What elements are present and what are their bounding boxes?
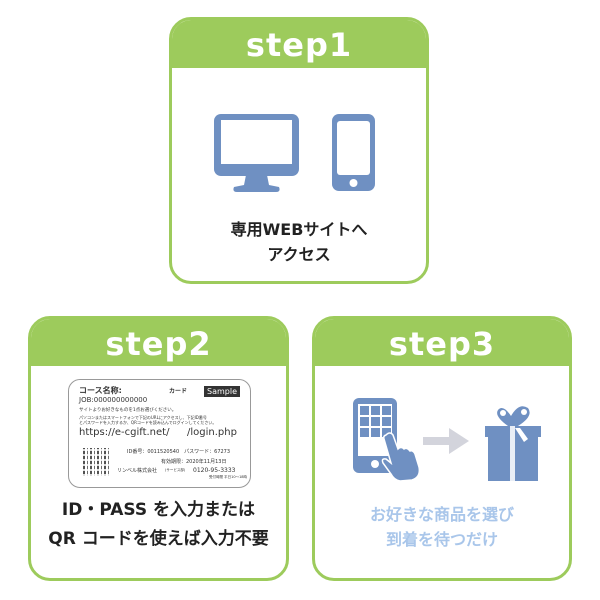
card-service-label: (サービス部) — [165, 468, 186, 472]
gift-box-icon — [485, 406, 541, 481]
step1-header: step1 — [172, 20, 426, 68]
step1-caption-line2: アクセス — [267, 245, 331, 264]
qr-code-icon — [83, 448, 111, 476]
step2-header: step2 — [31, 319, 286, 366]
card-expiry: 有効期限：2020年11月13日 — [161, 459, 227, 465]
card-instruction-3: とパスワードを入力するか、QRコードを読み込んでログインしてください。 — [79, 420, 217, 425]
sample-badge: Sample — [204, 386, 240, 397]
step3-caption-line1: お好きな商品を選び — [369, 505, 514, 524]
desktop-monitor-icon — [214, 114, 299, 192]
card-company: リンベル株式会社 — [117, 468, 158, 474]
card-mark: カード — [169, 388, 188, 395]
card-job-number: JOB:000000000000 — [79, 396, 148, 404]
card-phone: 0120-95-3333 — [193, 467, 236, 474]
card-url-prefix: https://e-cgift.net/ — [79, 427, 170, 438]
card-instruction-2: パソコンまたはスマートフォンで下記のURLにアクセスし、下記ID番号 — [79, 415, 207, 420]
card-hours: 受付時間 平日10〜18時 — [209, 475, 248, 479]
phone-tap-icon — [353, 398, 421, 481]
arrow-right-icon — [423, 428, 469, 454]
step1-caption-line1: 専用WEBサイトへ — [230, 220, 368, 239]
smartphone-icon — [332, 114, 375, 191]
card-url-suffix: /login.php — [187, 427, 237, 438]
card-instruction-1: サイトよりお好きなものを1点お選びください。 — [79, 408, 177, 413]
step3-panel: step3 お好きな商品を選び 到着を待つだけ — [312, 316, 572, 581]
step1-panel: step1 専用WEBサイトへ アクセス — [169, 17, 429, 284]
step3-caption-line2: 到着を待つだけ — [385, 530, 498, 549]
step2-caption-line1: ID・PASS を入力または — [61, 500, 256, 520]
step3-header: step3 — [315, 319, 569, 366]
sample-gift-card: コース名称: カード Sample JOB:000000000000 サイトより… — [68, 379, 251, 488]
step2-panel: step2 コース名称: カード Sample JOB:000000000000… — [28, 316, 289, 581]
card-id-password: ID番号：0011520540 パスワード：67273 — [127, 449, 231, 455]
card-course-label: コース名称: — [79, 386, 122, 395]
step2-caption-line2: QR コードを使えば入力不要 — [48, 529, 269, 549]
